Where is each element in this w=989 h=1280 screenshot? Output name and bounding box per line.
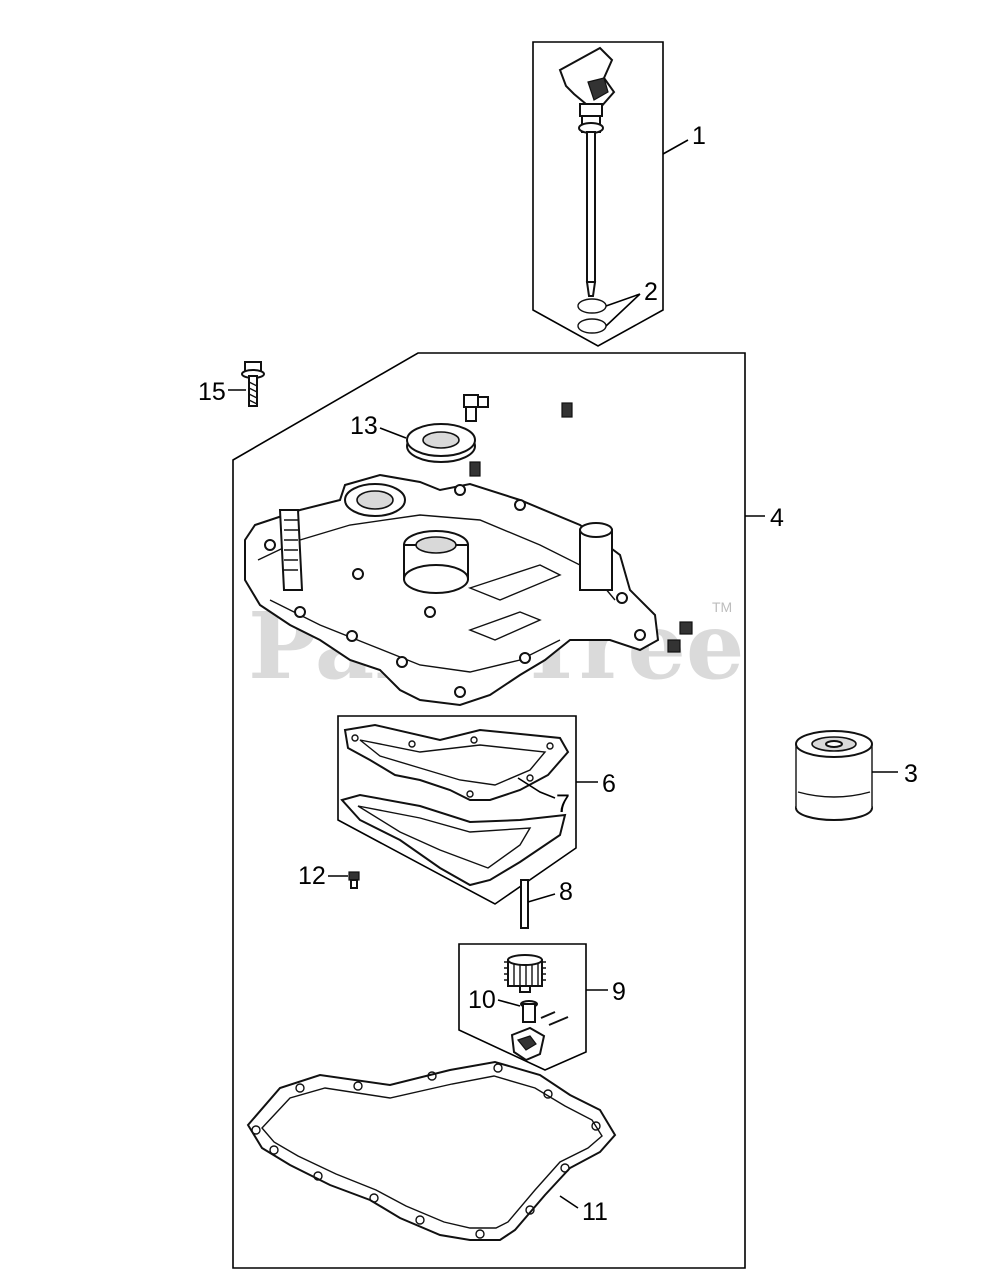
plug-fitting-1[interactable] <box>561 402 573 418</box>
callout-11: 11 <box>582 1198 608 1226</box>
housing-group-frame <box>232 352 746 1269</box>
upper-gasket-part[interactable] <box>343 723 570 801</box>
plug-fitting-3[interactable] <box>679 621 693 635</box>
callout-13: 13 <box>350 412 378 440</box>
callout-8: 8 <box>559 878 573 906</box>
oil-filter-part[interactable] <box>795 730 873 821</box>
small-pins[interactable] <box>540 1011 569 1026</box>
crankcase-cover-part[interactable] <box>244 473 660 707</box>
watermark-trademark: TM <box>712 599 732 615</box>
base-gasket-part[interactable] <box>246 1060 617 1241</box>
callout-3: 3 <box>904 760 918 788</box>
callout-6: 6 <box>602 770 616 798</box>
callout-12: 12 <box>298 862 326 890</box>
screw-part[interactable] <box>348 871 360 889</box>
pin-part[interactable] <box>520 879 529 929</box>
callout-1: 1 <box>692 122 706 150</box>
oil-pump-group-frame <box>458 943 587 1071</box>
dipstick-part[interactable] <box>558 46 616 297</box>
callout-4: 4 <box>770 504 784 532</box>
plug-fitting-4[interactable] <box>667 639 681 653</box>
callout-10: 10 <box>468 986 496 1014</box>
callout-9: 9 <box>612 978 626 1006</box>
oil-seal-part[interactable] <box>406 423 476 463</box>
dipstick-group-frame <box>532 41 664 347</box>
o-rings-part[interactable] <box>577 298 607 334</box>
elbow-fitting[interactable] <box>463 394 489 422</box>
oil-pump-rotor[interactable] <box>510 1026 546 1062</box>
callout-7: 7 <box>556 790 570 818</box>
plug-fitting-2[interactable] <box>469 461 481 477</box>
bolt-part[interactable] <box>241 361 265 407</box>
leader-lines <box>228 139 898 1209</box>
callout-15: 15 <box>198 378 226 406</box>
plunger-part[interactable] <box>520 1000 538 1023</box>
lower-gasket-part[interactable] <box>340 793 567 887</box>
gasket-group-frame <box>337 715 577 905</box>
callout-2: 2 <box>644 278 658 306</box>
oil-pump-gear-part[interactable] <box>504 954 546 993</box>
